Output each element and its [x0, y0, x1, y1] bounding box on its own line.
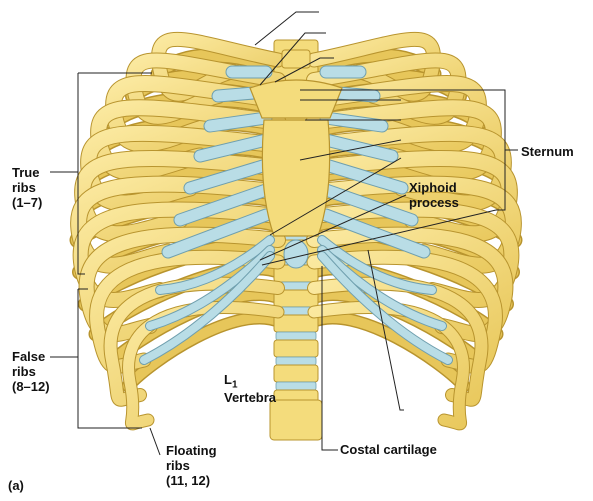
- manubrium: [250, 80, 342, 118]
- vertebra-l1: [270, 400, 322, 440]
- disc-12: [276, 332, 316, 340]
- l1-subscript: 1: [232, 380, 238, 391]
- leader-line-21: [150, 428, 160, 455]
- vertebra-13: [274, 340, 318, 357]
- xiphoid-process-label: Xiphoid process: [409, 180, 459, 210]
- l1-label: L: [224, 372, 232, 387]
- costal-cartilage-label: Costal cartilage: [340, 442, 437, 457]
- panel-letter: (a): [8, 478, 24, 493]
- disc-13: [276, 357, 316, 365]
- false-ribs-label: False ribs (8–12): [12, 349, 50, 394]
- vertebra-label: Vertebra: [224, 390, 276, 405]
- l1-vertebra-label: L1 Vertebra: [224, 372, 276, 405]
- sternum-label: Sternum: [521, 144, 574, 159]
- disc-14: [276, 382, 316, 390]
- vertebra-14: [274, 365, 318, 382]
- floating-ribs-label: Floating ribs (11, 12): [166, 443, 217, 488]
- sternal-body: [262, 120, 329, 236]
- true-ribs-label: True ribs (1–7): [12, 165, 42, 210]
